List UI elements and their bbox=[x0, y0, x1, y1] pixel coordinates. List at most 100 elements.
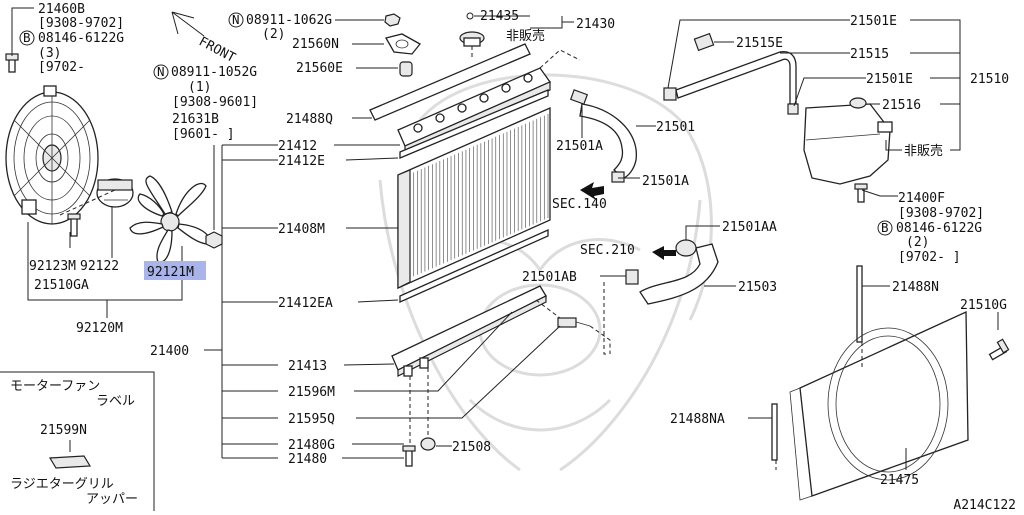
part-21515: 21515 bbox=[850, 47, 889, 62]
part-21475: 21475 bbox=[880, 473, 919, 488]
qty-2-a: (2) bbox=[262, 27, 285, 42]
part-21599N: 21599N bbox=[40, 423, 87, 438]
part-21412EA: 21412EA bbox=[278, 296, 333, 311]
part-21508: 21508 bbox=[452, 440, 491, 455]
part-21501E-a: 21501E bbox=[850, 14, 897, 29]
drain-plug-21508 bbox=[420, 437, 436, 451]
part-21516: 21516 bbox=[882, 98, 921, 113]
diagram-code: A214C122 bbox=[953, 498, 1016, 511]
not-for-sale-a: 非販売 bbox=[506, 28, 545, 44]
grille-label-2: アッパー bbox=[86, 492, 138, 507]
part-08911-1062G: 08911-1062G bbox=[246, 13, 332, 28]
nut-08911-1052G bbox=[205, 231, 223, 249]
range-9601: [9601- ] bbox=[172, 127, 235, 142]
part-21503: 21503 bbox=[738, 280, 777, 295]
part-08911-1052G: 08911-1052G bbox=[171, 65, 257, 80]
part-21412: 21412 bbox=[278, 139, 317, 154]
part-21400F: 21400F bbox=[898, 191, 945, 206]
ref-sec210: SEC.210 bbox=[580, 243, 635, 258]
circled-b-icon: B bbox=[19, 30, 35, 46]
svg-text:B: B bbox=[881, 220, 889, 235]
part-21501: 21501 bbox=[656, 120, 695, 135]
circled-n-icon-2: N bbox=[153, 64, 169, 80]
svg-text:N: N bbox=[157, 64, 165, 79]
part-08146-6122G-a: 08146-6122G bbox=[38, 31, 124, 46]
label-sticker-icon bbox=[48, 455, 92, 469]
part-21408M: 21408M bbox=[278, 222, 325, 237]
part-21430: 21430 bbox=[576, 17, 615, 32]
part-21501AB: 21501AB bbox=[522, 270, 577, 285]
part-92123M: 92123M bbox=[29, 259, 76, 274]
bolt-92123M bbox=[59, 189, 116, 237]
radiator-core-21408M bbox=[397, 107, 551, 290]
gasket-21412EA bbox=[399, 228, 549, 304]
range-9308-9702-b: [9308-9702] bbox=[898, 206, 984, 221]
part-21412E: 21412E bbox=[278, 154, 325, 169]
qty-3: (3) bbox=[38, 46, 61, 61]
arrow-sec140-icon bbox=[580, 182, 604, 200]
part-21413: 21413 bbox=[288, 359, 327, 374]
part-21501E-b: 21501E bbox=[866, 72, 913, 87]
gasket-21560N bbox=[385, 33, 421, 55]
grille-label-1: ラジエターグリル bbox=[10, 477, 114, 492]
part-21560E: 21560E bbox=[296, 61, 343, 76]
part-21480: 21480 bbox=[288, 452, 327, 467]
part-21488N: 21488N bbox=[892, 280, 939, 295]
qty-2-b: (2) bbox=[906, 235, 929, 250]
part-21595Q: 21595Q bbox=[288, 412, 335, 427]
svg-text:B: B bbox=[23, 30, 31, 45]
upper-hose-21501 bbox=[569, 89, 637, 183]
highlight-box bbox=[144, 261, 206, 280]
part-92122: 92122 bbox=[80, 259, 119, 274]
bolt-21510G bbox=[988, 338, 1010, 361]
part-21515E: 21515E bbox=[736, 36, 783, 51]
part-21460B: 21460B bbox=[38, 2, 85, 17]
lower-hose-21503 bbox=[625, 239, 719, 305]
ref-sec140: SEC.140 bbox=[552, 197, 607, 212]
part-21480G: 21480G bbox=[288, 438, 335, 453]
qty-1: (1) bbox=[188, 80, 211, 95]
insulator-21488Q bbox=[369, 43, 531, 121]
circled-b-icon-2: B bbox=[877, 220, 893, 236]
part-21400: 21400 bbox=[150, 344, 189, 359]
part-21501AA: 21501AA bbox=[722, 220, 777, 235]
gasket-21412E bbox=[399, 89, 549, 159]
front-arrow-icon: FRONT bbox=[171, 11, 238, 66]
front-label: FRONT bbox=[196, 34, 238, 66]
not-for-sale-b: 非販売 bbox=[904, 143, 943, 159]
motor-fan-label-2: ラベル bbox=[96, 394, 135, 409]
part-21560N: 21560N bbox=[292, 37, 339, 52]
drain-cock-21595Q bbox=[557, 317, 591, 328]
shroud-21475 bbox=[789, 310, 969, 501]
lower-tank-21413 bbox=[391, 285, 547, 377]
svg-text:N: N bbox=[232, 12, 240, 27]
motor-fan-label-1: モーターファン bbox=[10, 379, 100, 394]
part-21510: 21510 bbox=[970, 72, 1009, 87]
radiator-cap-21430 bbox=[459, 12, 485, 47]
strip-21488N bbox=[856, 265, 863, 343]
range-9702-a: [9702- bbox=[38, 60, 85, 75]
bolt-21480 bbox=[402, 445, 416, 467]
legend-box: モーターファン ラベル 21599N ラジエターグリル アッパー bbox=[0, 371, 155, 511]
range-9702-b: [9702- ] bbox=[898, 250, 961, 265]
arrow-sec210-icon bbox=[652, 246, 676, 260]
clip-21515E bbox=[693, 32, 715, 52]
fan-blade-92121M bbox=[129, 175, 210, 263]
part-21501A-a: 21501A bbox=[556, 139, 603, 154]
part-21501A-b: 21501A bbox=[642, 174, 689, 189]
overflow-hose-21515 bbox=[663, 50, 799, 115]
part-21631B: 21631B bbox=[172, 112, 219, 127]
part-08146-6122G-b: 08146-6122G bbox=[896, 221, 982, 236]
part-92120M: 92120M bbox=[76, 321, 123, 336]
fan-motor-92122 bbox=[96, 178, 134, 208]
bolt-21400F bbox=[854, 183, 868, 203]
part-21596M: 21596M bbox=[288, 385, 335, 400]
bolt-21460B bbox=[5, 53, 19, 73]
strip-21488NA bbox=[771, 403, 778, 461]
part-21488Q: 21488Q bbox=[286, 112, 333, 127]
part-21435: 21435 bbox=[480, 9, 519, 24]
fan-shroud-motor bbox=[5, 85, 99, 225]
circled-n-icon: N bbox=[228, 12, 244, 28]
